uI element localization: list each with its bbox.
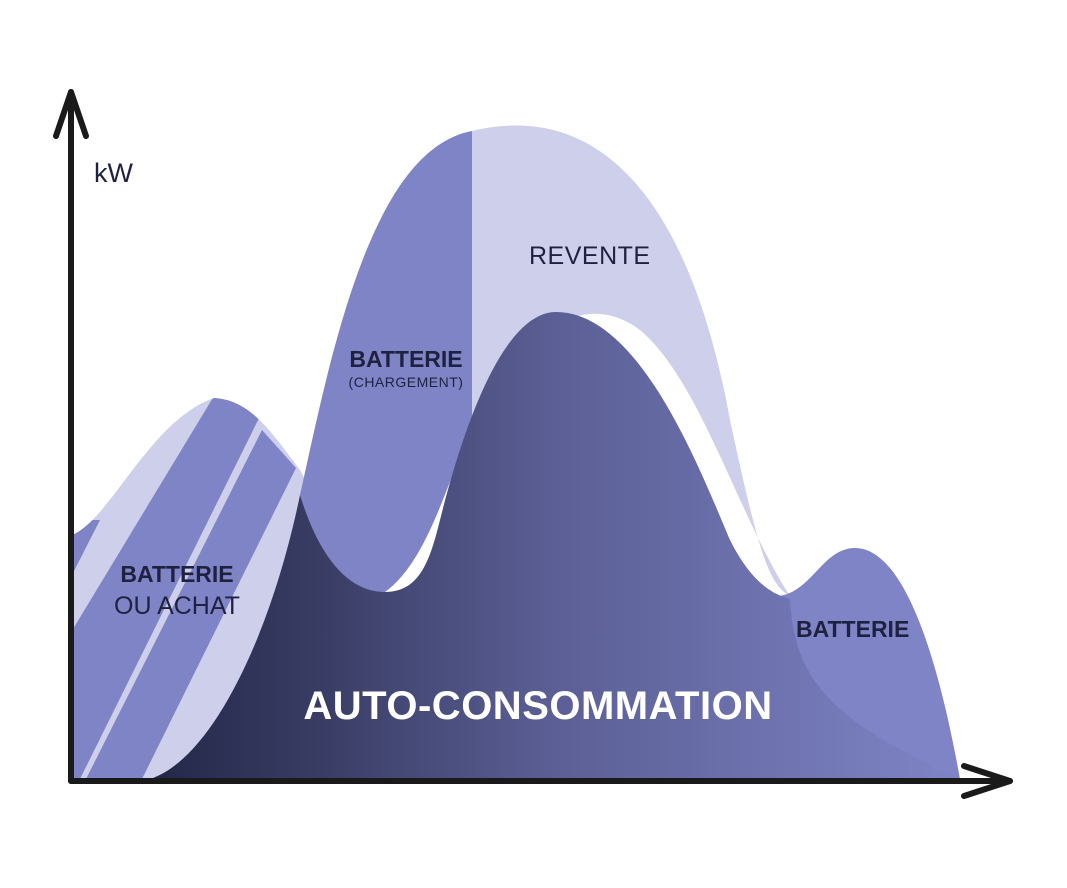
self-consumption-label: AUTO-CONSOMMATION: [303, 684, 773, 728]
self-consumption-area: [150, 312, 960, 779]
battery-charging-area: [300, 131, 472, 593]
y-axis-arrowhead: [53, 89, 89, 139]
battery-charging-sublabel: (CHARGEMENT): [348, 374, 464, 390]
x-axis-arrowhead: [961, 763, 1013, 799]
battery-or-purchase-area: [72, 398, 313, 779]
battery-or-purchase-label: BATTERIE: [120, 561, 234, 587]
evening-battery-label: BATTERIE: [796, 616, 910, 642]
resale-area: [472, 125, 790, 596]
axes: [53, 89, 1013, 799]
resale-label: REVENTE: [529, 242, 651, 270]
battery-or-purchase-sublabel: OU ACHAT: [114, 592, 240, 620]
y-axis-unit-label: kW: [94, 158, 133, 188]
battery-charging-label: BATTERIE: [349, 346, 463, 372]
